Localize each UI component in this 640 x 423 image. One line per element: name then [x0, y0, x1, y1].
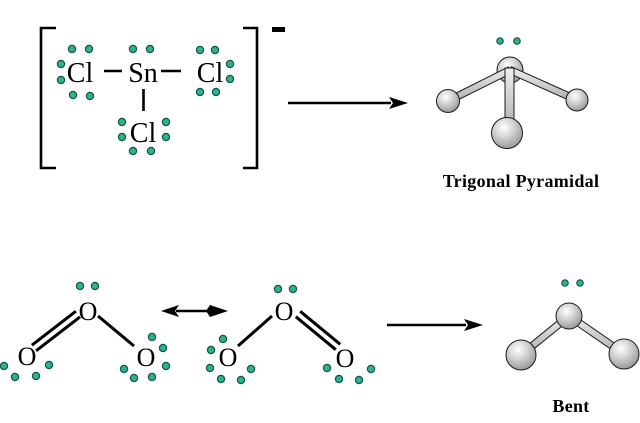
o-left-lone-pairs [205, 334, 256, 385]
single-bond-line [237, 314, 273, 348]
lone-pair-dot [195, 87, 205, 97]
double-bond-line [294, 315, 337, 351]
reaction-arrow-bottom [387, 319, 483, 331]
sn-lone-pair [128, 44, 155, 54]
lone-pair-dot [0, 361, 9, 371]
lone-pair-dot [576, 279, 584, 287]
right-atom-sphere [608, 338, 640, 370]
lone-pair-dot [216, 374, 226, 384]
right-bracket [243, 26, 259, 170]
double-bond-line [299, 310, 342, 346]
trigonal-pyramidal-label: Trigonal Pyramidal [443, 171, 600, 191]
lone-pair-dot [206, 345, 216, 355]
lone-pair-dot [246, 364, 256, 374]
single-bond-line [97, 314, 135, 348]
lone-pair-dot [354, 375, 364, 385]
lone-pair-dot [10, 372, 20, 382]
atom-label-o-top: O [79, 297, 98, 326]
cl-left-lone-pairs [56, 44, 95, 101]
model-lone-pair [561, 279, 584, 287]
atom-label-o-right: O [336, 344, 355, 373]
bent-label: Bent [552, 396, 589, 416]
lone-pair-dot [117, 117, 127, 127]
trigonal-pyramidal-model [436, 37, 589, 149]
lone-pair-dot [236, 375, 246, 385]
cl-bottom-lone-pairs [117, 117, 171, 156]
atom-label-cl-right: Cl [197, 58, 224, 89]
lone-pair-dot [119, 364, 129, 374]
lone-pair-dot [161, 132, 171, 142]
o-top-lone-pair [273, 284, 298, 294]
atom-label-o-right: O [137, 343, 156, 372]
lone-pair-dot [513, 37, 521, 45]
reaction-arrow-top [288, 97, 408, 109]
lone-pair-dot [218, 334, 228, 344]
lone-pair-dot [56, 75, 66, 85]
lone-pair-dot [68, 90, 78, 100]
lone-pair-dot [145, 44, 155, 54]
lone-pair-dot [561, 279, 569, 287]
lone-pair-dot [273, 284, 283, 294]
ozone-resonance-right: O O O [205, 284, 376, 385]
lone-pair-dot [146, 146, 156, 156]
bent-model [505, 279, 640, 371]
sncl3-lewis-structure: Cl Sn Cl Cl [39, 26, 285, 170]
lone-pair-dot [205, 363, 215, 373]
lone-pair-dot [322, 363, 332, 373]
lone-pair-dot [210, 45, 220, 55]
lone-pair-dot [288, 284, 298, 294]
left-bracket [39, 26, 56, 170]
atom-label-o-top: O [275, 297, 294, 326]
lone-pair-dot [129, 373, 139, 383]
ozone-resonance-left: O O O [0, 281, 171, 383]
right-atom-sphere [565, 88, 589, 112]
arrow-head-right-icon [206, 305, 228, 317]
lone-pair-dot [195, 45, 205, 55]
negative-charge [272, 27, 285, 32]
atom-label-o-left: O [219, 343, 238, 372]
lone-pair-dot [161, 117, 171, 127]
cl-right-lone-pairs [195, 45, 235, 97]
lone-pair-dot [85, 91, 95, 101]
arrow-head-icon [389, 97, 408, 109]
lone-pair-dot [158, 343, 168, 353]
front-atom-sphere [491, 117, 523, 149]
atom-label-o-left: O [18, 342, 37, 371]
lone-pair-dot [225, 59, 235, 69]
atom-label-cl-bottom: Cl [130, 118, 157, 149]
lone-pair-dot [44, 360, 54, 370]
resonance-arrow [161, 305, 228, 317]
o-right-lone-pairs [322, 363, 376, 385]
double-bond-line [30, 310, 77, 347]
lone-pair-dot [147, 372, 157, 382]
arrow-head-icon [464, 319, 483, 331]
atom-label-sn: Sn [128, 58, 158, 89]
lone-pair-dot [90, 281, 100, 291]
lone-pair-dot [56, 59, 66, 69]
lone-pair-dot [117, 132, 127, 142]
arrow-head-left-icon [161, 305, 179, 317]
left-atom-sphere [436, 89, 460, 113]
double-bond-line [35, 315, 82, 352]
lone-pair-dot [334, 374, 344, 384]
o-right-lone-pairs [119, 332, 171, 383]
lone-pair-dot [161, 361, 171, 371]
lone-pair-dot [496, 37, 504, 45]
left-atom-sphere [505, 339, 537, 371]
o-left-lone-pairs [0, 360, 54, 382]
model-lone-pair [496, 37, 521, 45]
lone-pair-dot [225, 74, 235, 84]
atom-label-cl-left: Cl [67, 58, 94, 89]
lone-pair-dot [366, 364, 376, 374]
lone-pair-dot [75, 281, 85, 291]
central-atom-sphere [555, 302, 583, 330]
lone-pair-dot [128, 44, 138, 54]
lone-pair-dot [67, 44, 77, 54]
lone-pair-dot [128, 146, 138, 156]
lone-pair-dot [211, 87, 221, 97]
lone-pair-dot [84, 44, 94, 54]
lone-pair-dot [147, 332, 157, 342]
lone-pair-dot [31, 371, 41, 381]
o-top-lone-pair [75, 281, 100, 291]
